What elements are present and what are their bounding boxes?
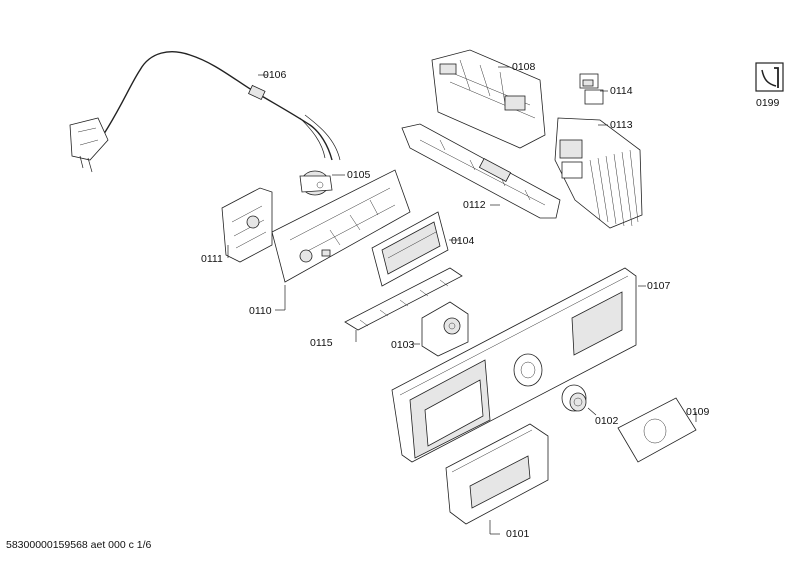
callout-0107: 0107: [647, 280, 671, 292]
wrench-screwdriver-icon: [755, 62, 784, 92]
callout-0111: 0111: [201, 253, 223, 265]
part-suppression-filter[interactable]: [299, 170, 333, 196]
callout-0101: 0101: [506, 528, 530, 540]
callout-0109: 0109: [686, 406, 710, 418]
part-detergent-drawer[interactable]: [445, 423, 549, 525]
callout-0106: 0106: [263, 69, 287, 81]
part-control-module[interactable]: [431, 49, 546, 149]
part-mounting-frame[interactable]: [221, 187, 273, 263]
part-selector-knob[interactable]: [561, 384, 587, 412]
callout-0104: 0104: [451, 235, 475, 247]
document-footer: 58300000159568 aet 000 c 1/6: [6, 539, 152, 551]
part-main-pcb[interactable]: [271, 169, 411, 283]
callout-0115: 0115: [310, 337, 333, 349]
callout-0113: 0113: [610, 119, 633, 131]
callout-0103: 0103: [391, 339, 415, 351]
callout-0199: 0199: [756, 97, 780, 109]
callout-0112: 0112: [463, 199, 486, 211]
part-cover-plate[interactable]: [617, 397, 697, 463]
part-bracket-rail[interactable]: [401, 123, 561, 219]
callout-0105: 0105: [347, 169, 371, 181]
part-display-frame[interactable]: [371, 211, 449, 287]
callout-0108: 0108: [512, 61, 536, 73]
callout-0102: 0102: [595, 415, 619, 427]
part-key-strip[interactable]: [344, 267, 463, 331]
part-power-cord[interactable]: [69, 51, 341, 173]
part-front-panel[interactable]: [391, 267, 637, 463]
callout-0114: 0114: [610, 85, 633, 97]
part-selector-module[interactable]: [421, 301, 469, 357]
part-small-clips[interactable]: [579, 73, 604, 105]
callout-0110: 0110: [249, 305, 272, 317]
part-heatsink-module[interactable]: [554, 117, 643, 229]
